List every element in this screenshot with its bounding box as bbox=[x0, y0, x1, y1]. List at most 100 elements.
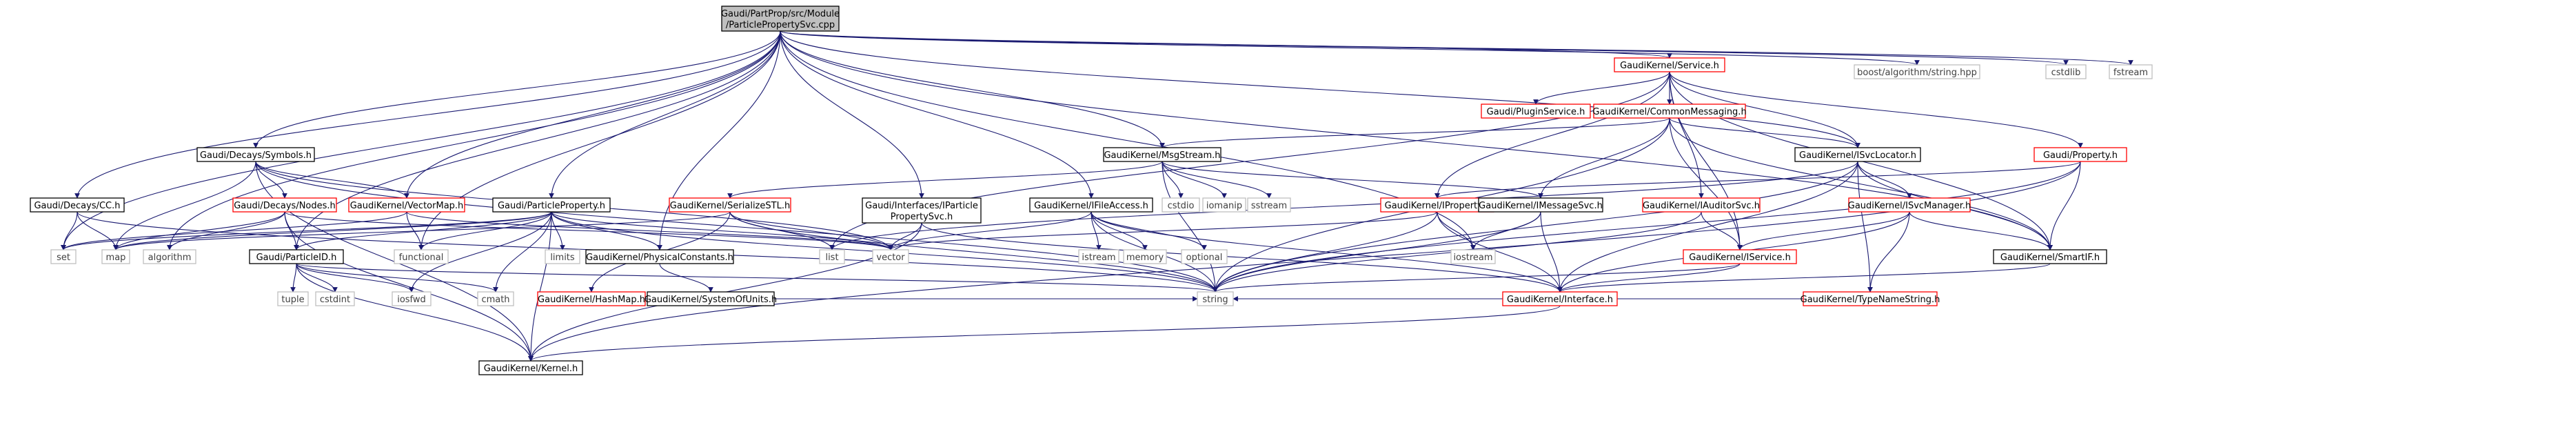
node-box bbox=[1502, 291, 1618, 306]
edge-vectormap-to-vector bbox=[406, 211, 893, 250]
edge-property-to-string bbox=[1213, 161, 2081, 293]
node-label: Gaudi/Interfaces/IParticle bbox=[865, 201, 978, 211]
node-label: Gaudi/PartProp/src/Module bbox=[721, 9, 840, 19]
edge-svclocator-to-interface bbox=[1557, 161, 1858, 293]
node-cmath[interactable]: cmath bbox=[477, 291, 514, 306]
node-symbols[interactable]: Gaudi/Decays/Symbols.h bbox=[196, 147, 315, 162]
edge-nodes-to-map bbox=[113, 211, 285, 250]
node-box bbox=[819, 249, 845, 264]
node-ifileaccess[interactable]: GaudiKernel/IFileAccess.h bbox=[1029, 197, 1153, 213]
node-iosfwd[interactable]: iosfwd bbox=[392, 291, 432, 306]
node-interface[interactable]: GaudiKernel/Interface.h bbox=[1502, 291, 1618, 306]
node-tuple[interactable]: tuple bbox=[277, 291, 309, 306]
edge-svclocator-to-typenamestring bbox=[1857, 161, 1873, 293]
edge-particleid-to-tuple bbox=[290, 263, 297, 293]
node-istream[interactable]: istream bbox=[1078, 249, 1119, 264]
node-functional[interactable]: functional bbox=[394, 249, 449, 264]
node-cstdint[interactable]: cstdint bbox=[315, 291, 355, 306]
node-hashmap[interactable]: GaudiKernel/HashMap.h bbox=[537, 291, 646, 306]
node-cc[interactable]: Gaudi/Decays/CC.h bbox=[30, 197, 125, 213]
node-svclocator[interactable]: GaudiKernel/ISvcLocator.h bbox=[1794, 147, 1921, 162]
node-iomanip[interactable]: iomanip bbox=[1202, 197, 1246, 213]
node-label: GaudiKernel/TypeNameString.h bbox=[1801, 295, 1940, 305]
node-fstream[interactable]: fstream bbox=[2109, 64, 2153, 79]
edge-service-to-property bbox=[1669, 71, 2083, 148]
edge-particleproperty-to-cmath bbox=[493, 211, 552, 293]
node-iservice[interactable]: GaudiKernel/IService.h bbox=[1683, 249, 1797, 264]
node-box bbox=[101, 249, 130, 264]
edge-ifileaccess-to-memory bbox=[1091, 211, 1148, 250]
node-map[interactable]: map bbox=[101, 249, 130, 264]
node-root[interactable]: Gaudi/PartProp/src/Module/ParticleProper… bbox=[721, 6, 840, 32]
node-pluginservice[interactable]: Gaudi/PluginService.h bbox=[1481, 104, 1591, 119]
node-memory[interactable]: memory bbox=[1123, 249, 1167, 264]
node-box bbox=[1478, 197, 1603, 213]
edge-iproperty-to-iostream bbox=[1437, 211, 1476, 250]
node-box bbox=[1794, 147, 1921, 162]
edge-root-to-physconst bbox=[657, 30, 781, 250]
node-cstdlib[interactable]: cstdlib bbox=[2045, 64, 2087, 79]
edge-serializestl-to-map bbox=[113, 211, 731, 250]
edge-serializestl-to-vector bbox=[729, 211, 893, 250]
node-label: cstdint bbox=[320, 295, 350, 305]
node-box bbox=[1593, 104, 1746, 119]
node-particleproperty[interactable]: Gaudi/ParticleProperty.h bbox=[492, 197, 611, 213]
node-iproperty[interactable]: GaudiKernel/IProperty.h bbox=[1380, 197, 1494, 213]
node-label: Gaudi/Decays/Symbols.h bbox=[200, 150, 312, 161]
edge-iservice-to-string bbox=[1213, 263, 1741, 293]
node-list[interactable]: list bbox=[819, 249, 845, 264]
node-smartif[interactable]: GaudiKernel/SmartIF.h bbox=[1993, 249, 2107, 264]
node-cstdio[interactable]: cstdio bbox=[1162, 197, 1200, 213]
node-vector[interactable]: vector bbox=[872, 249, 909, 264]
edge-commonmessaging-to-smartif bbox=[1669, 117, 2053, 250]
node-imessagesvc[interactable]: GaudiKernel/IMessageSvc.h bbox=[1478, 197, 1603, 213]
node-iauditorsvc[interactable]: GaudiKernel/IAuditorSvc.h bbox=[1642, 197, 1761, 213]
edge-root-to-ifileaccess bbox=[780, 30, 1094, 199]
node-typenamestring[interactable]: GaudiKernel/TypeNameString.h bbox=[1801, 291, 1940, 306]
node-label: GaudiKernel/SerializeSTL.h bbox=[670, 201, 790, 211]
edge-service-to-svclocator bbox=[1669, 71, 1860, 148]
node-box bbox=[862, 197, 982, 224]
node-msgstream[interactable]: GaudiKernel/MsgStream.h bbox=[1103, 147, 1221, 162]
node-physconst[interactable]: GaudiKernel/PhysicalConstants.h bbox=[585, 249, 734, 264]
node-iostream[interactable]: iostream bbox=[1450, 249, 1496, 264]
edge-isvcmanager-to-smartif bbox=[1909, 211, 2053, 250]
node-kernel[interactable]: GaudiKernel/Kernel.h bbox=[478, 360, 583, 375]
nodes-layer: Gaudi/PartProp/src/Module/ParticleProper… bbox=[30, 6, 2153, 375]
node-label: GaudiKernel/IProperty.h bbox=[1385, 201, 1490, 211]
node-isvcmanager[interactable]: GaudiKernel/ISvcManager.h bbox=[1848, 197, 1971, 213]
node-label: vector bbox=[876, 253, 905, 263]
node-string[interactable]: string bbox=[1197, 291, 1234, 306]
node-label: boost/algorithm/string.hpp bbox=[1857, 68, 1977, 78]
node-box bbox=[1481, 104, 1591, 119]
edge-particleproperty-to-vector bbox=[551, 211, 893, 250]
node-algorithm[interactable]: algorithm bbox=[143, 249, 196, 264]
node-commonmessaging[interactable]: GaudiKernel/CommonMessaging.h bbox=[1592, 104, 1747, 119]
node-service[interactable]: GaudiKernel/Service.h bbox=[1614, 57, 1725, 72]
node-nodes[interactable]: Gaudi/Decays/Nodes.h bbox=[232, 197, 337, 213]
edge-symbols-to-map bbox=[113, 161, 256, 250]
node-box bbox=[1854, 64, 1980, 79]
node-label: Gaudi/ParticleProperty.h bbox=[498, 201, 605, 211]
edge-msgstream-to-iomanip bbox=[1162, 161, 1227, 199]
edge-service-to-pluginservice bbox=[1533, 71, 1670, 105]
node-systemofunits[interactable]: GaudiKernel/SystemOfUnits.h bbox=[645, 291, 777, 306]
node-property[interactable]: Gaudi/Property.h bbox=[2034, 147, 2127, 162]
node-label: GaudiKernel/VectorMap.h bbox=[350, 201, 464, 211]
node-particleid[interactable]: Gaudi/ParticleID.h bbox=[249, 249, 344, 264]
node-serializestl[interactable]: GaudiKernel/SerializeSTL.h bbox=[669, 197, 791, 213]
edge-root-to-algstring bbox=[780, 30, 1920, 66]
edge-service-to-iauditorsvc bbox=[1669, 71, 1704, 199]
node-set[interactable]: set bbox=[50, 249, 77, 264]
node-optional[interactable]: optional bbox=[1181, 249, 1228, 264]
edge-msgstream-to-string bbox=[1162, 161, 1218, 293]
node-vectormap[interactable]: GaudiKernel/VectorMap.h bbox=[348, 197, 465, 213]
edge-svclocator-to-list bbox=[829, 161, 1858, 250]
node-limits[interactable]: limits bbox=[545, 249, 580, 264]
node-label: GaudiKernel/MsgStream.h bbox=[1104, 150, 1220, 161]
node-sstream[interactable]: sstream bbox=[1247, 197, 1291, 213]
node-algstring[interactable]: boost/algorithm/string.hpp bbox=[1854, 64, 1980, 79]
node-label: Gaudi/Property.h bbox=[2043, 150, 2118, 161]
